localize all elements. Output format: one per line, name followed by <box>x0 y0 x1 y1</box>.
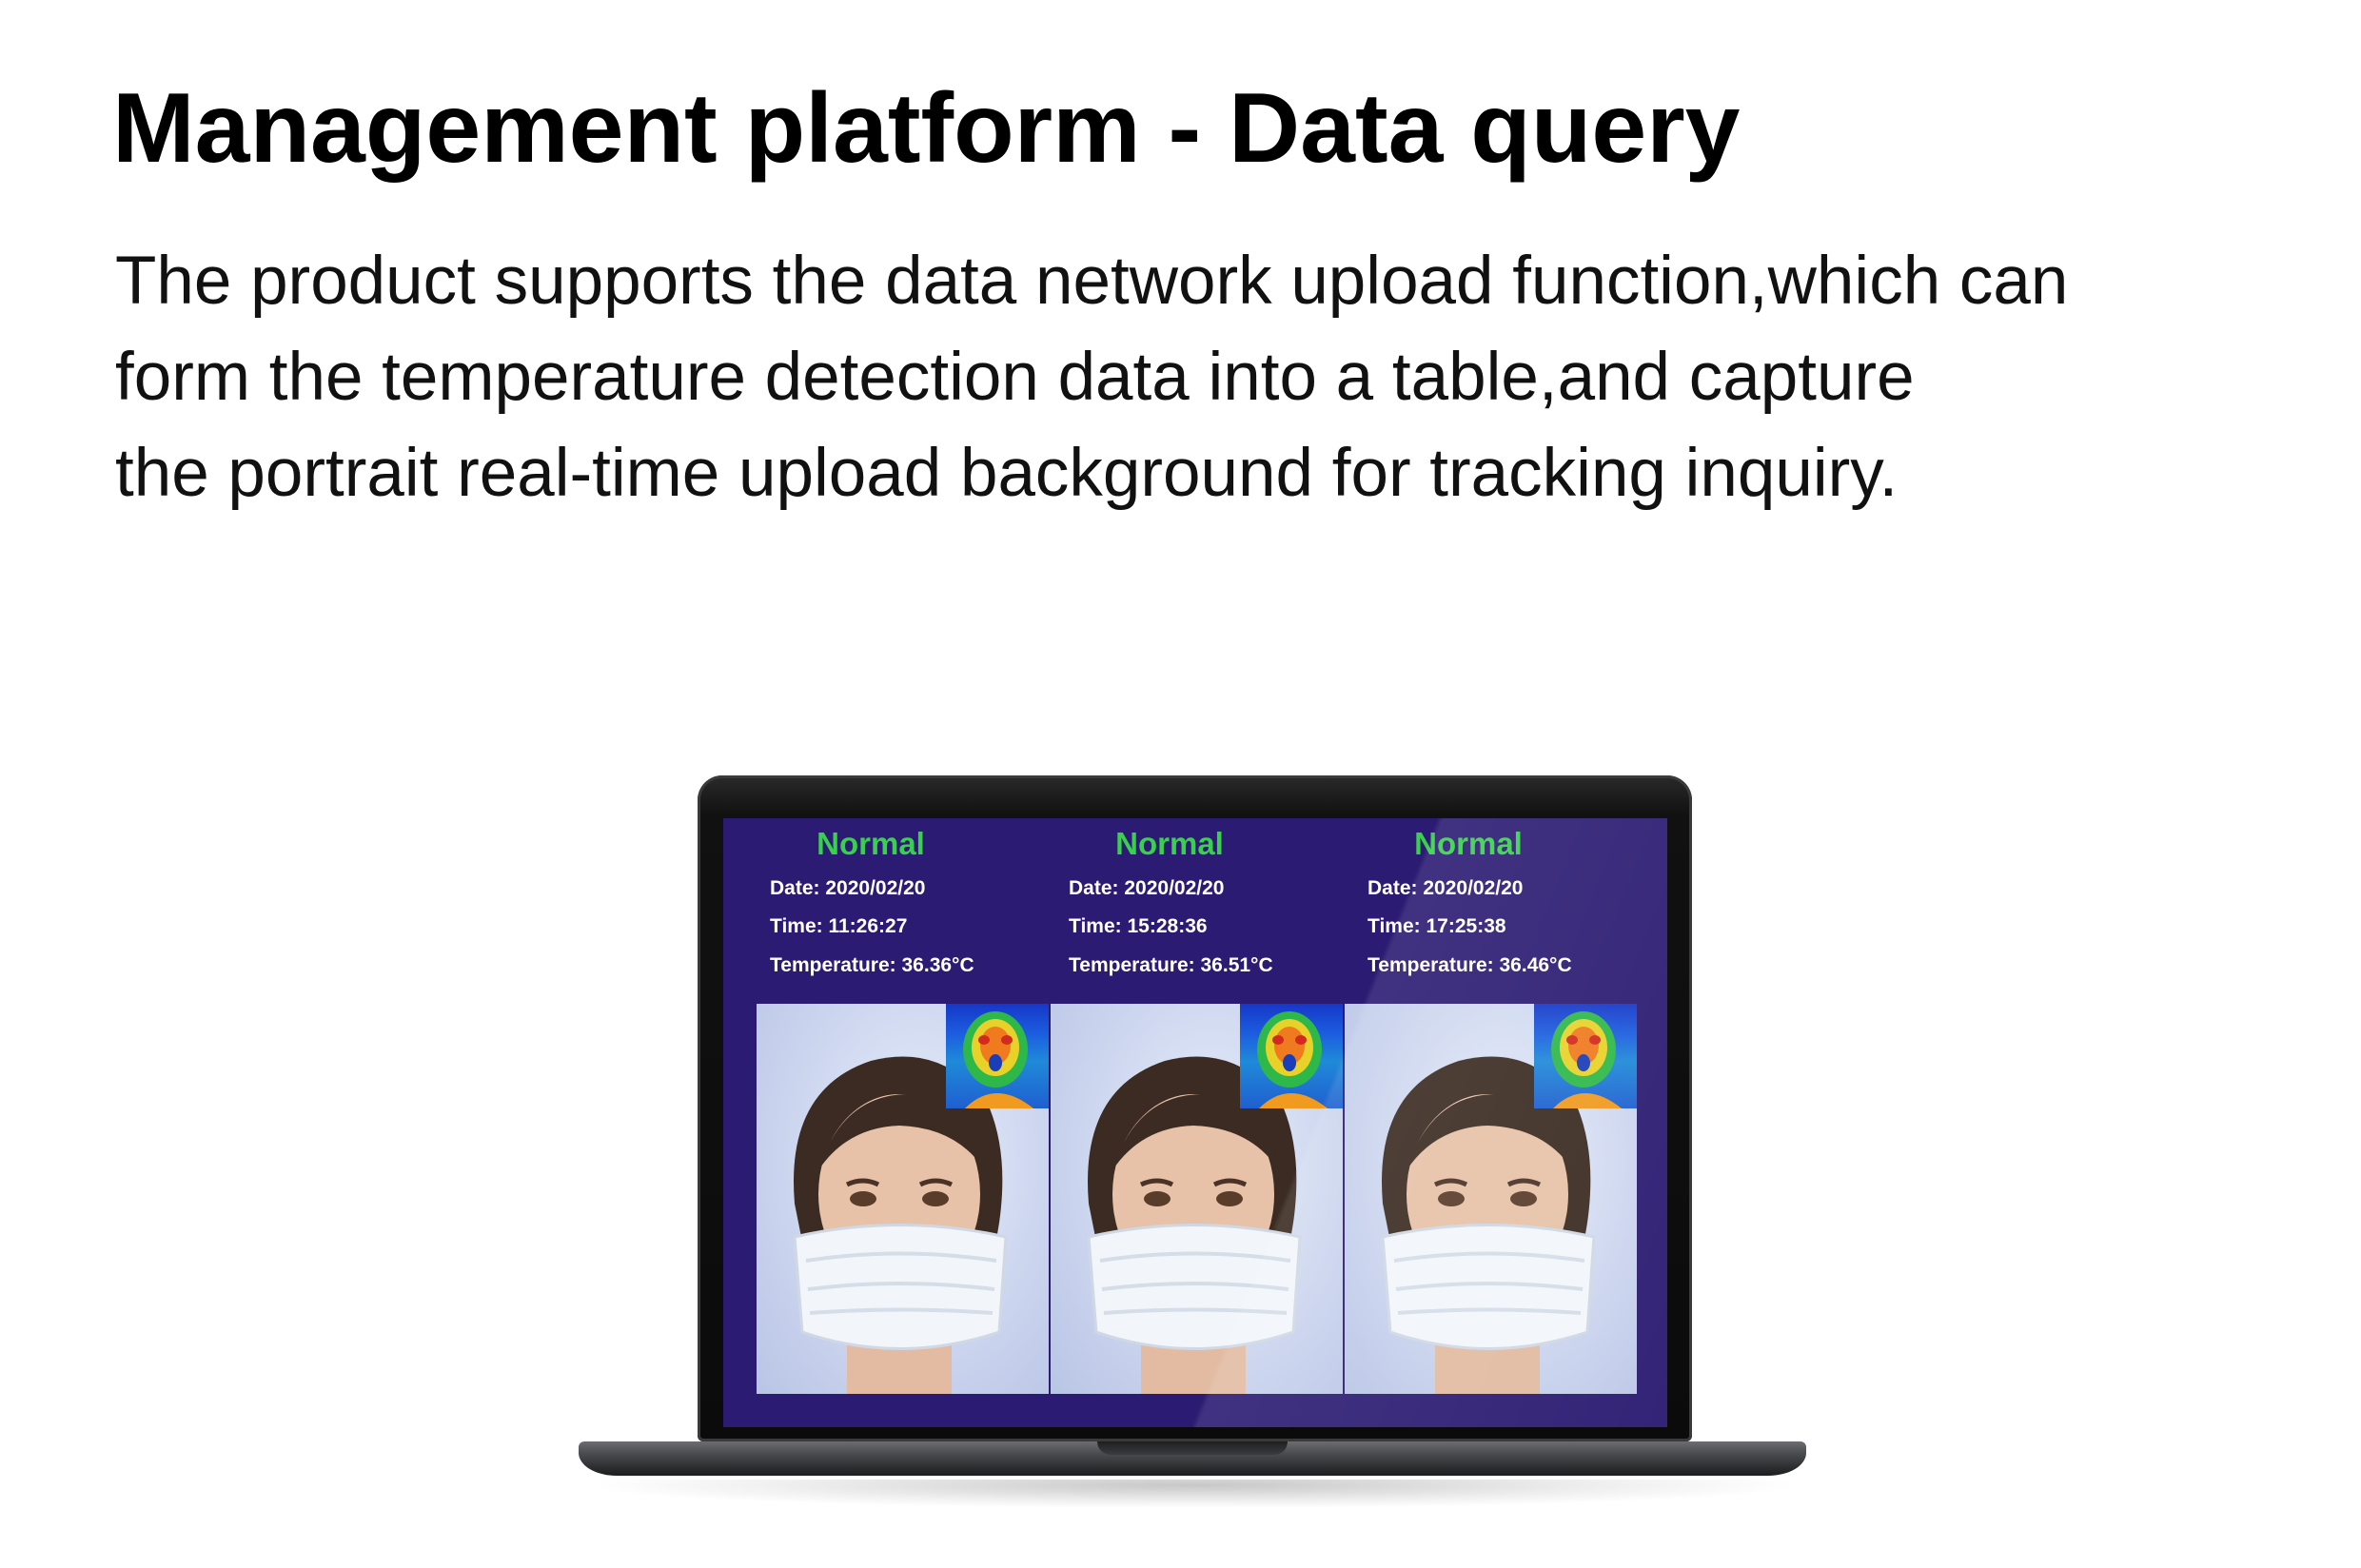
time-value: 15:28:36 <box>1127 915 1208 937</box>
time-label: Time: <box>1367 915 1421 937</box>
temperature-value: 36.36°C <box>901 954 974 976</box>
description-line: form the temperature detection data into… <box>115 340 1915 415</box>
masked-face-icon <box>793 1056 1008 1394</box>
temperature-label: Temperature: <box>1367 954 1494 976</box>
record-time: Time: 17:25:38 <box>1367 915 1506 938</box>
temperature-value: 36.51°C <box>1200 954 1273 976</box>
description-line: The product supports the data network up… <box>115 244 2069 319</box>
detection-record[interactable]: Normal Date: 2020/02/20 Time: 11:26:27 T… <box>723 818 1049 1427</box>
date-label: Date: <box>770 877 820 899</box>
record-time: Time: 11:26:27 <box>770 915 907 938</box>
portrait-photo <box>1051 1004 1343 1394</box>
laptop-base <box>579 1441 1806 1476</box>
page-description: The product supports the data network up… <box>115 233 2304 521</box>
date-label: Date: <box>1367 877 1418 899</box>
detection-record[interactable]: Normal Date: 2020/02/20 Time: 17:25:38 T… <box>1321 818 1637 1427</box>
time-value: 11:26:27 <box>828 915 908 937</box>
status-label: Normal <box>1115 826 1224 861</box>
laptop-shadow <box>598 1480 1787 1508</box>
record-date: Date: 2020/02/20 <box>770 877 925 900</box>
portrait-photo <box>1345 1004 1637 1394</box>
date-label: Date: <box>1069 877 1119 899</box>
portrait-photo <box>757 1004 1049 1394</box>
detection-record[interactable]: Normal Date: 2020/02/20 Time: 15:28:36 T… <box>1022 818 1343 1427</box>
time-label: Time: <box>770 915 823 937</box>
thermal-image-icon <box>1534 1004 1637 1108</box>
record-temperature: Temperature: 36.36°C <box>770 954 974 977</box>
thermal-image-icon <box>946 1004 1049 1108</box>
thermal-image-icon <box>1240 1004 1343 1108</box>
laptop-lid: Normal Date: 2020/02/20 Time: 11:26:27 T… <box>698 775 1692 1441</box>
time-label: Time: <box>1069 915 1122 937</box>
temperature-label: Temperature: <box>1069 954 1195 976</box>
record-temperature: Temperature: 36.51°C <box>1069 954 1273 977</box>
laptop-screen: Normal Date: 2020/02/20 Time: 11:26:27 T… <box>723 818 1667 1427</box>
laptop-image: Normal Date: 2020/02/20 Time: 11:26:27 T… <box>579 775 1806 1537</box>
temperature-value: 36.46°C <box>1499 954 1572 976</box>
record-date: Date: 2020/02/20 <box>1367 877 1523 900</box>
record-time: Time: 15:28:36 <box>1069 915 1208 938</box>
temperature-label: Temperature: <box>770 954 896 976</box>
date-value: 2020/02/20 <box>1423 877 1524 899</box>
status-label: Normal <box>817 826 925 861</box>
record-date: Date: 2020/02/20 <box>1069 877 1224 900</box>
status-label: Normal <box>1414 826 1523 861</box>
date-value: 2020/02/20 <box>1124 877 1225 899</box>
record-temperature: Temperature: 36.46°C <box>1367 954 1572 977</box>
laptop-notch <box>1097 1441 1288 1455</box>
date-value: 2020/02/20 <box>825 877 926 899</box>
page-title: Management platform - Data query <box>112 73 1741 184</box>
time-value: 17:25:38 <box>1426 915 1506 937</box>
description-line: the portrait real-time upload background… <box>115 436 1899 511</box>
